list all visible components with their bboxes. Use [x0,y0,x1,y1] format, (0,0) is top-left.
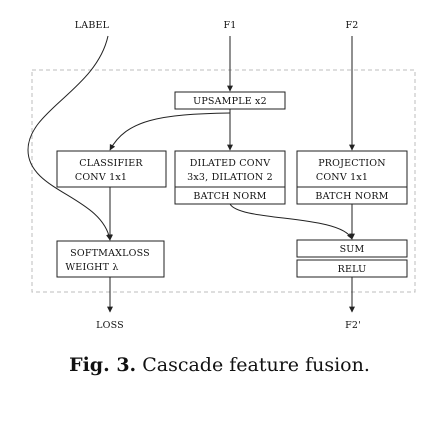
input-label: LABEL [75,20,110,31]
projection-label-1: PROJECTION [318,158,386,169]
caption-label: Fig. 3. [69,354,137,376]
figure-caption: Fig. 3. Cascade feature fusion. [0,354,439,376]
label-to-softmaxloss-arrow [27,35,112,241]
module-frame [31,69,416,293]
batch-norm-dilated-label: BATCH NORM [193,191,266,202]
dilated-conv-label-1: DILATED CONV [190,158,271,169]
relu-label: RELU [338,264,367,275]
classifier-label-1: CLASSIFIER [79,158,143,169]
sum-box [296,239,408,258]
caption-text: Cascade feature fusion. [142,354,370,376]
softmaxloss-box [56,240,165,278]
output-loss: LOSS [96,320,124,331]
input-f1: F1 [223,20,236,31]
softmaxloss-label-1: SOFTMAXLOSS [70,248,150,259]
batch-norm-projection-label: BATCH NORM [315,191,388,202]
classifier-box [56,150,167,188]
upsample-label: UPSAMPLE x2 [193,96,267,107]
output-f2: F2' [345,320,361,331]
input-f2: F2 [345,20,358,31]
projection-label-2: CONV 1x1 [316,172,368,183]
upsample-to-classifier-arrow [109,112,231,151]
softmaxloss-label-2: WEIGHT λ [65,262,118,273]
dilated-to-sum-arrow [229,203,353,240]
sum-label: SUM [340,244,365,255]
dilated-conv-label-2: 3x3, DILATION 2 [187,172,273,183]
dilated-conv-box [174,150,286,188]
classifier-label-2: CONV 1x1 [75,172,127,183]
